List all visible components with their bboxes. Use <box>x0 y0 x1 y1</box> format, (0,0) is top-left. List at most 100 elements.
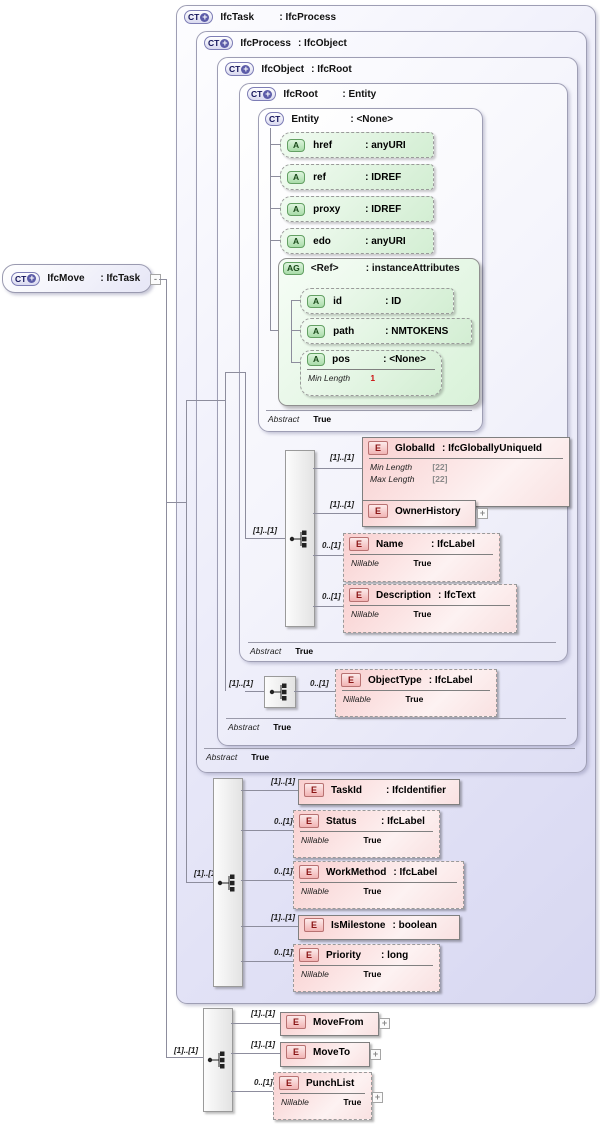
sequence-group <box>213 778 243 987</box>
type-base: : IfcObject <box>297 37 347 49</box>
element-priority: E Priority : long Nillable True <box>293 944 440 992</box>
element-status: E Status : IfcLabel Nillable True <box>293 810 440 858</box>
cardinality-label: [1]..[1] <box>174 1046 198 1055</box>
complex-type-expand-icon[interactable]: CT+ <box>247 87 277 101</box>
type-base: : Entity <box>342 88 377 100</box>
element-name: E Name : IfcLabel Nillable True <box>343 533 500 582</box>
plus-icon: + <box>241 63 251 74</box>
attribute-edo: A edo : anyURI <box>280 228 434 254</box>
attribute-href: A href : anyURI <box>280 132 434 158</box>
expand-icon[interactable]: + <box>477 508 488 519</box>
sequence-icon <box>217 874 235 891</box>
facet-max-length: Max Length [22] <box>370 474 448 484</box>
element-icon: E <box>349 537 370 551</box>
expand-icon[interactable]: + <box>379 1018 390 1029</box>
type-name: IfcObject <box>261 63 305 75</box>
cardinality-label: 0..[1] <box>322 541 341 550</box>
attribute-icon: A <box>307 294 326 308</box>
facet-nillable: Nillable True <box>343 694 424 704</box>
sequence-icon <box>269 683 287 701</box>
sequence-group <box>203 1008 233 1112</box>
cardinality-label: [1]..[1] <box>271 777 295 786</box>
facet-nillable: Nillable True <box>301 886 382 896</box>
complex-type-expand-icon[interactable]: CT+ <box>204 36 234 50</box>
element-moveto: E MoveTo <box>280 1042 370 1067</box>
element-objecttype: E ObjectType : IfcLabel Nillable True <box>335 669 497 717</box>
plus-icon: + <box>200 11 210 22</box>
sequence-group <box>285 450 315 627</box>
element-icon: E <box>304 918 325 932</box>
sequence-icon <box>207 1051 225 1069</box>
element-ismilestone: E IsMilestone : boolean <box>298 915 460 940</box>
expand-icon[interactable]: + <box>372 1092 383 1103</box>
element-icon: E <box>279 1076 300 1090</box>
attribute-icon: A <box>307 324 326 338</box>
type-name: Entity <box>291 113 320 125</box>
root-type-box: CT+ IfcMove : IfcTask <box>2 264 152 293</box>
facet-nillable: Nillable True <box>301 835 382 845</box>
plus-icon: + <box>220 37 230 48</box>
facet-nillable: Nillable True <box>351 609 432 619</box>
element-icon: E <box>368 504 389 518</box>
plus-icon: + <box>27 273 37 283</box>
sequence-icon <box>289 530 307 547</box>
complex-type-expand-icon[interactable]: CT+ <box>225 62 255 76</box>
complex-type-expand-icon[interactable]: CT+ <box>11 271 41 286</box>
expand-icon[interactable]: + <box>370 1049 381 1060</box>
attribute-path: A path : NMTOKENS <box>300 318 472 344</box>
element-punchlist: E PunchList Nillable True <box>273 1072 372 1120</box>
element-icon: E <box>286 1045 307 1059</box>
element-icon: E <box>368 441 389 455</box>
cardinality-label: [1]..[1] <box>330 453 354 462</box>
cardinality-label: 0..[1] <box>274 817 293 826</box>
type-name: IfcProcess <box>240 37 291 49</box>
facet-nillable: Nillable True <box>301 969 382 979</box>
element-movefrom: E MoveFrom <box>280 1012 379 1036</box>
element-icon: E <box>299 865 320 879</box>
attribute-id: A id : ID <box>300 288 454 314</box>
attribute-pos: A pos : <None> Min Length 1 <box>300 350 442 396</box>
element-ownerhistory: E OwnerHistory <box>362 500 476 527</box>
attribute-icon: A <box>287 202 306 216</box>
plus-icon: + <box>263 88 273 99</box>
cardinality-label: [1]..[1] <box>253 526 277 535</box>
cardinality-label: [1]..[1] <box>271 913 295 922</box>
cardinality-label: 0..[1] <box>274 867 293 876</box>
cardinality-label: [1]..[1] <box>251 1040 275 1049</box>
cardinality-label: 0..[1] <box>322 592 341 601</box>
element-icon: E <box>299 814 320 828</box>
element-icon: E <box>286 1015 307 1029</box>
attribute-icon: A <box>287 234 306 248</box>
facet-nillable: Nillable True <box>281 1097 362 1107</box>
complex-type-expand-icon[interactable]: CT+ <box>184 10 214 24</box>
element-icon: E <box>299 948 320 962</box>
type-base: : <None> <box>350 113 394 125</box>
type-name: IfcRoot <box>283 88 318 100</box>
root-type-base: : IfcTask <box>100 273 141 284</box>
facet-min-length: Min Length 1 <box>308 373 376 383</box>
cardinality-label: [1]..[1] <box>330 500 354 509</box>
attribute-proxy: A proxy : IDREF <box>280 196 434 222</box>
attribute-icon: A <box>287 170 306 184</box>
facet-min-length: Min Length [22] <box>370 462 448 472</box>
cardinality-label: 0..[1] <box>274 948 293 957</box>
element-icon: E <box>341 673 362 687</box>
attribute-ref: A ref : IDREF <box>280 164 434 190</box>
element-taskid: E TaskId : IfcIdentifier <box>298 779 460 805</box>
element-icon: E <box>304 783 325 797</box>
cardinality-label: 0..[1] <box>254 1078 273 1087</box>
cardinality-label: [1]..[1] <box>251 1009 275 1018</box>
facet-nillable: Nillable True <box>351 558 432 568</box>
attribute-icon: A <box>307 353 326 366</box>
attribute-group-type: : instanceAttributes <box>365 263 460 274</box>
element-icon: E <box>349 588 370 602</box>
element-workmethod: E WorkMethod : IfcLabel Nillable True <box>293 861 464 909</box>
type-base: : IfcProcess <box>279 11 337 23</box>
sequence-group <box>264 676 296 708</box>
type-base: : IfcRoot <box>311 63 352 75</box>
